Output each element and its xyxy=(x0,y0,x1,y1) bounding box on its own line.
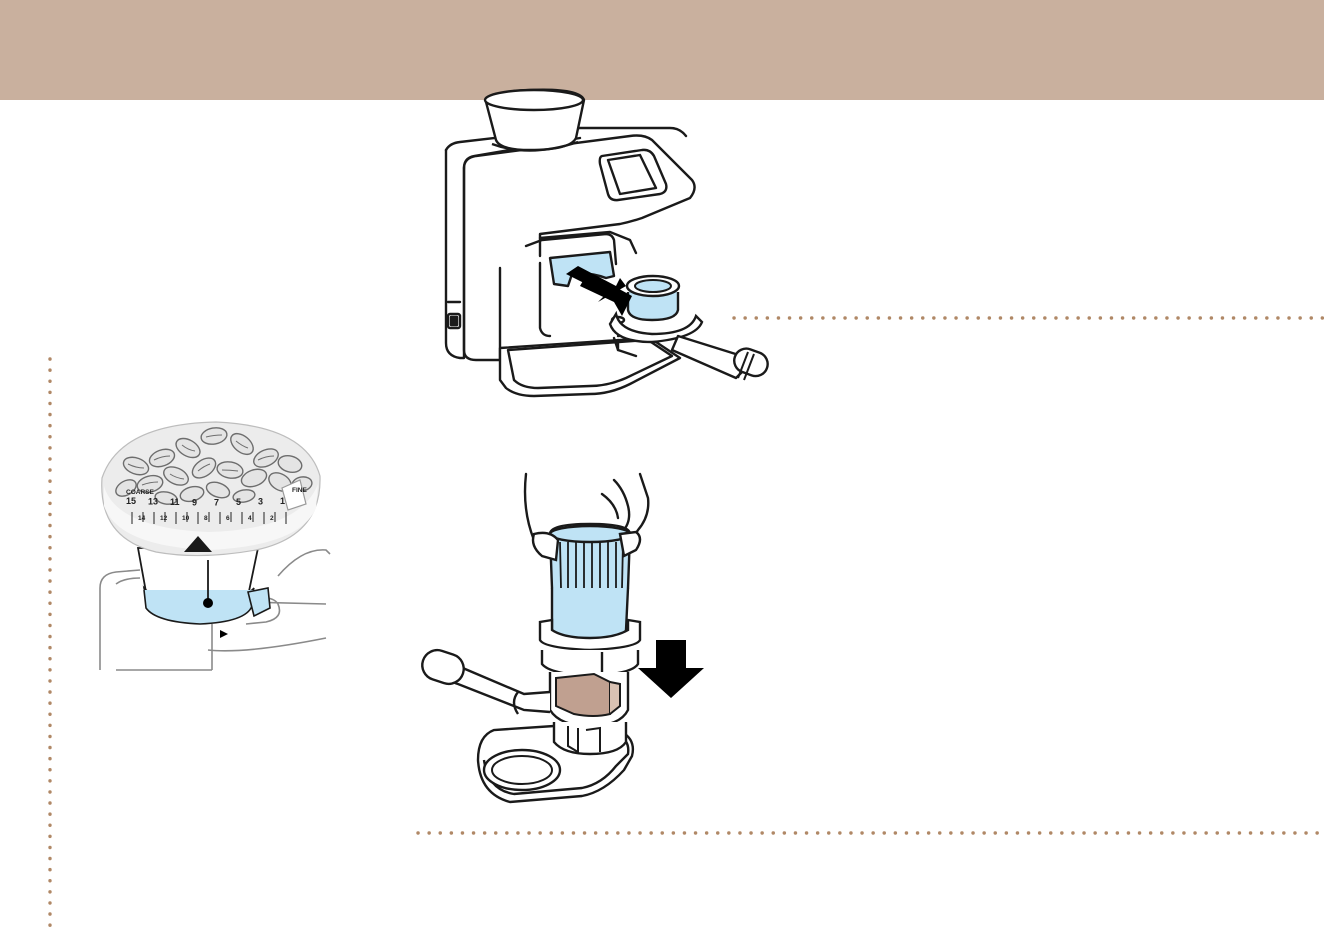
dial-major-number: 1 xyxy=(280,496,285,506)
left-dotted-divider xyxy=(44,355,56,933)
dial-major-number: 5 xyxy=(236,497,241,507)
fine-label: FINE xyxy=(292,487,307,494)
dial-major-number: 3 xyxy=(258,497,263,507)
dial-major-number: 7 xyxy=(214,498,219,508)
dial-major-number: 13 xyxy=(148,497,158,507)
dial-minor-number: 12 xyxy=(160,515,168,522)
dial-minor-number: 8 xyxy=(204,515,208,522)
dial-major-number: 11 xyxy=(170,497,180,507)
bottom-dotted-divider xyxy=(414,827,1324,839)
dial-minor-number: 6 xyxy=(226,515,230,522)
dial-minor-number: 2 xyxy=(270,515,274,522)
espresso-machine-illustration xyxy=(430,88,790,408)
dial-major-number: 15 xyxy=(126,496,136,506)
dial-minor-number: 10 xyxy=(182,515,190,522)
dial-minor-number: 4 xyxy=(248,515,252,522)
dial-minor-number: 14 xyxy=(138,515,146,522)
tamping-illustration xyxy=(414,470,734,815)
dial-major-number: 9 xyxy=(192,498,197,508)
middle-dotted-divider xyxy=(730,312,1324,324)
header-band xyxy=(0,0,1324,100)
